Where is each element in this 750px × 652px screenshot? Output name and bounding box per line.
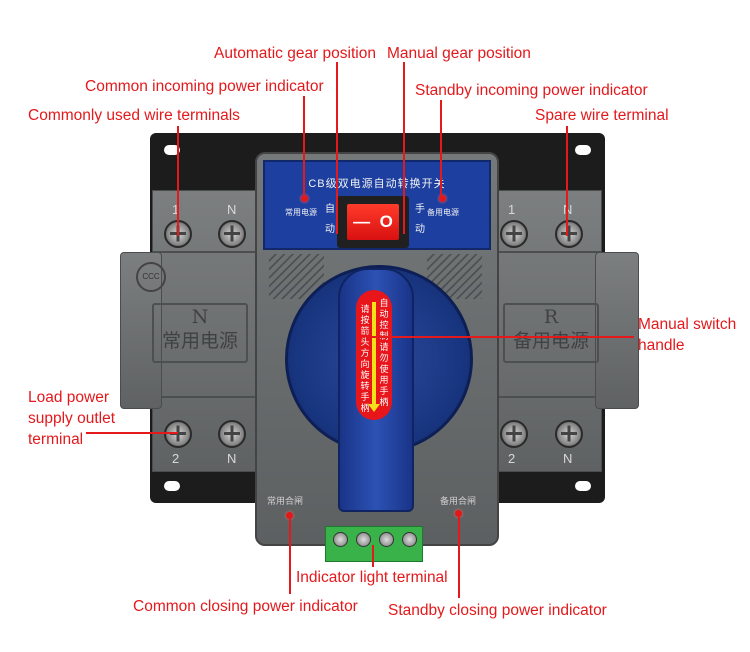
rocker-off-mark: — xyxy=(353,212,371,231)
label-common-incoming-power-indicator: Common incoming power indicator xyxy=(85,78,324,95)
standby-power-text: 备用电源 xyxy=(427,208,459,217)
indicator-terminal-block xyxy=(325,526,423,562)
label-manual-gear-position: Manual gear position xyxy=(387,45,531,62)
common-closing-led xyxy=(286,512,293,519)
auto-text: 动 xyxy=(325,224,335,235)
rocker-on-mark: O xyxy=(379,212,393,231)
common-incoming-led xyxy=(301,195,308,202)
label-common-closing-power-indicator: Common closing power indicator xyxy=(133,598,358,615)
standby-closing-text: 备用合闸 xyxy=(440,496,477,506)
handle-text-left: 请按箭头方向旋转手柄 xyxy=(360,304,370,413)
label-manual-switch-handle: handle xyxy=(638,337,685,354)
label-load-power: supply outlet xyxy=(28,410,116,427)
standby-closing-led xyxy=(455,510,462,517)
terminal-screw xyxy=(555,220,583,248)
label-standby-closing-power-indicator: Standby closing power indicator xyxy=(388,602,607,619)
label-load-power: Load power xyxy=(28,389,110,406)
mount-hole xyxy=(164,145,180,155)
mount-hole xyxy=(575,145,591,155)
standby-incoming-led xyxy=(439,195,446,202)
terminal-screw xyxy=(218,420,246,448)
terminal-screw xyxy=(164,420,192,448)
manual-text: 动 xyxy=(415,224,425,235)
mount-hole xyxy=(575,481,591,491)
panel-title: CB级双电源自动转换开关 xyxy=(308,178,446,190)
handle-text-right: 自动控制请勿使用手柄 xyxy=(379,298,389,407)
common-closing-text: 常用合闸 xyxy=(267,496,304,506)
auto-text: 自 xyxy=(325,204,335,215)
stamp-letter: R xyxy=(543,306,559,328)
right-module-edge xyxy=(595,252,639,409)
label-commonly-used-wire-terminals: Commonly used wire terminals xyxy=(28,107,240,124)
terminal-screw xyxy=(555,420,583,448)
mount-hole xyxy=(164,481,180,491)
ccc-mark: CCC xyxy=(136,262,166,292)
label-manual-switch-handle: Manual switch xyxy=(638,316,737,333)
arrow-down-icon xyxy=(368,302,380,412)
manual-text: 手 xyxy=(415,204,425,215)
label-automatic-gear-position: Automatic gear position xyxy=(214,45,376,62)
terminal-label: 2 xyxy=(508,451,516,466)
terminal-label: 1 xyxy=(508,202,516,217)
terminal-screw xyxy=(500,220,528,248)
handle-warning-label: 请按箭头方向旋转手柄 自动控制请勿使用手柄 xyxy=(356,290,392,420)
common-power-text: 常用电源 xyxy=(285,208,317,217)
left-module-stamp: N 常用电源 xyxy=(152,303,248,363)
label-load-power: terminal xyxy=(28,431,84,448)
auto-manual-rocker-switch[interactable]: — O xyxy=(337,196,409,248)
stamp-text: 备用电源 xyxy=(512,330,589,352)
stamp-text: 常用电源 xyxy=(161,330,238,352)
label-spare-wire-terminal: Spare wire terminal xyxy=(535,107,669,124)
terminal-label: N xyxy=(563,451,573,466)
stamp-letter: N xyxy=(191,306,209,328)
right-module-stamp: R 备用电源 xyxy=(503,303,599,363)
terminal-label: N xyxy=(227,451,237,466)
terminal-screw xyxy=(218,220,246,248)
label-standby-incoming-power-indicator: Standby incoming power indicator xyxy=(415,82,648,99)
terminal-label: 1 xyxy=(172,202,180,217)
terminal-label: 2 xyxy=(172,451,180,466)
terminal-label: N xyxy=(227,202,237,217)
label-indicator-light-terminal: Indicator light terminal xyxy=(296,569,448,586)
terminal-screw xyxy=(500,420,528,448)
